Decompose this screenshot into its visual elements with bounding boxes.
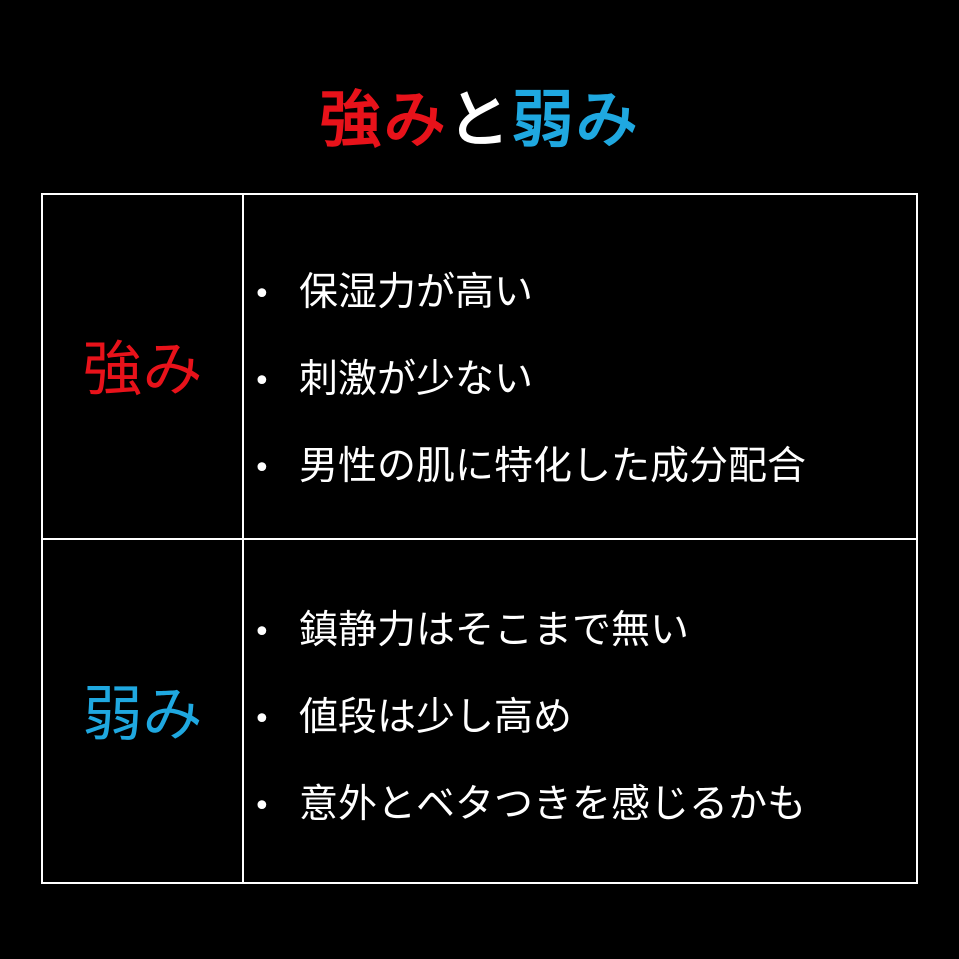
list-item: •値段は少し高め [253, 675, 806, 762]
strengths-list: •保湿力が高い •刺激が少ない •男性の肌に特化した成分配合 [253, 250, 806, 511]
bullet-icon: • [253, 451, 271, 486]
strengths-label: 強み [82, 335, 203, 405]
bullet-icon: • [253, 364, 271, 399]
list-item: •保湿力が高い [253, 250, 806, 337]
bullet-icon: • [253, 789, 271, 824]
list-item: •意外とベタつきを感じるかも [253, 762, 806, 849]
title-strengths: 強み [319, 83, 448, 156]
list-item: •男性の肌に特化した成分配合 [253, 424, 806, 511]
list-item: •刺激が少ない [253, 337, 806, 424]
list-item: •鎮静力はそこまで無い [253, 588, 806, 675]
bullet-icon: • [253, 615, 271, 650]
bullet-icon: • [253, 702, 271, 737]
strengths-weaknesses-table: 強み •保湿力が高い •刺激が少ない •男性の肌に特化した成分配合 弱み •鎮静… [41, 193, 918, 884]
weaknesses-label: 弱み [82, 680, 203, 750]
title-and: と [447, 83, 512, 156]
page-title: 強みと弱み [0, 80, 959, 160]
bullet-icon: • [253, 277, 271, 312]
weaknesses-list: •鎮静力はそこまで無い •値段は少し高め •意外とベタつきを感じるかも [253, 588, 806, 849]
title-weaknesses: 弱み [511, 83, 640, 156]
row-divider [43, 538, 916, 540]
